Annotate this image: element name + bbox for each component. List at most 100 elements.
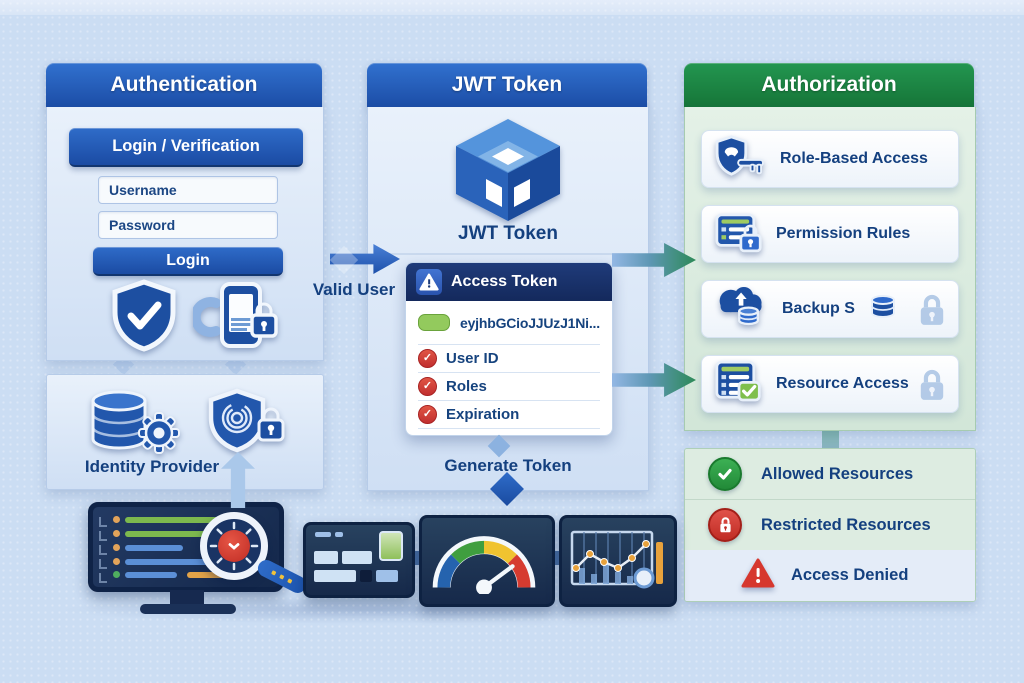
code-bracket [99,559,107,569]
warning-triangle-icon [741,558,775,593]
database-gear-icon [85,387,181,460]
authorization-header: Authorization [684,63,974,110]
cloud-database-icon [715,285,769,333]
code-bracket [99,573,107,583]
claim-label: User ID [446,350,499,367]
claim-row: ✓ Expiration [418,401,600,429]
username-field[interactable]: Username [98,176,278,204]
password-field[interactable]: Password [98,211,278,239]
token-rows: eyjhbGCioJJUzJ1Ni... ✓ User ID ✓ Roles ✓… [406,301,612,429]
backup-card[interactable]: Backup S [701,280,959,338]
outcome-label: Allowed Resources [761,464,914,483]
shield-check-icon [109,279,179,358]
phone-lock-icon [190,281,279,358]
jwt-cube-icon [450,115,566,228]
claim-row: ✓ User ID [418,345,600,373]
authentication-header: Authentication [46,63,322,110]
claim-row: ✓ Roles [418,373,600,401]
access-token-title: Access Token [451,273,558,290]
check-badge-icon: ✓ [418,377,437,396]
code-line [125,545,183,551]
monitor [88,502,320,618]
outcome-label: Access Denied [791,566,909,584]
check-circle-icon [708,457,742,491]
lock-icon [918,292,946,333]
claim-label: Expiration [446,406,520,423]
check-badge-icon: ✓ [418,405,437,424]
code-dot [113,558,120,565]
restricted-resources-row[interactable]: Restricted Resources [685,500,975,550]
authorization-panel: Role-Based Access Permission Rules [684,107,976,431]
code-line [187,572,229,578]
card-label: Role-Based Access [780,150,928,167]
code-bracket [99,545,107,555]
token-pill-icon [418,314,450,331]
resource-access-card[interactable]: Resource Access [701,355,959,413]
outcome-label: Restricted Resources [761,515,931,534]
access-token-header: Access Token [406,263,612,301]
login-verification-banner: Login / Verification [69,128,303,167]
claim-label: Roles [446,378,487,395]
code-line [125,531,237,537]
divider [382,253,634,255]
code-line [125,572,177,578]
fingerprint-shield-icon [207,388,285,461]
role-based-access-card[interactable]: Role-Based Access [701,130,959,188]
card-label: Permission Rules [776,225,911,242]
widget-tile [314,570,356,582]
speedometer-gauge-icon [432,536,536,594]
bottom-band [0,0,1024,15]
widget-pill [335,532,343,537]
login-button[interactable]: Login [93,247,283,276]
access-denied-row: Access Denied [685,550,975,601]
jwt-cube-label: JWT Token [458,223,558,244]
shield-key-icon [715,134,767,184]
token-preview: eyjhbGCioJJUzJ1Ni... [460,314,600,331]
dashboard-widget-panel [303,522,415,598]
access-token-box: Access Token eyjhbGCioJJUzJ1Ni... ✓ User… [405,262,613,436]
battery-icon [379,531,403,561]
widget-pill [315,532,331,537]
list-check-icon [715,360,763,408]
authentication-panel: Login / Verification Username Password L… [46,107,324,361]
code-line [125,559,217,565]
alert-gauge-core [218,530,250,562]
widget-tile [342,551,372,564]
code-dot [113,544,120,551]
widget-tile [314,551,338,564]
jwt-panel: JWT Token Access Token eyjhbGCioJJUzJ1Ni… [367,107,649,491]
check-badge-icon: ✓ [418,349,437,368]
warning-triangle-icon [416,269,442,295]
line-chart-icon [570,530,663,589]
arrow-diamond [329,245,359,275]
lock-circle-icon [708,508,742,542]
code-line [125,517,225,523]
authorization-outcome-connector [822,424,839,452]
allowed-resources-row[interactable]: Allowed Resources [685,449,975,500]
code-dot [113,516,120,523]
identity-provider-label: Identity Provider [84,457,220,476]
monitor-base [140,604,236,614]
token-value-row: eyjhbGCioJJUzJ1Ni... [418,301,600,345]
card-label: Backup S [782,300,855,317]
monitor-stand [170,590,204,605]
list-lock-icon [715,210,763,258]
generate-token-label: Generate Token [444,456,572,475]
code-dot [113,571,120,578]
database-stack-icon [868,294,898,325]
identity-provider-panel: Identity Provider [46,374,324,490]
gauge-panel [419,515,555,607]
chart-panel [559,515,677,607]
connector-diamond [487,434,511,458]
code-dot [113,530,120,537]
widget-tile [376,570,398,582]
code-bracket [99,531,107,541]
lock-icon [918,367,946,408]
permission-rules-card[interactable]: Permission Rules [701,205,959,263]
card-label: Resource Access [776,375,909,392]
outcomes-panel: Allowed Resources Restricted Resources [684,448,976,602]
widget-tile-dark [360,570,372,582]
jwt-header: JWT Token [367,63,647,110]
valid-user-label: Valid User [312,280,396,299]
